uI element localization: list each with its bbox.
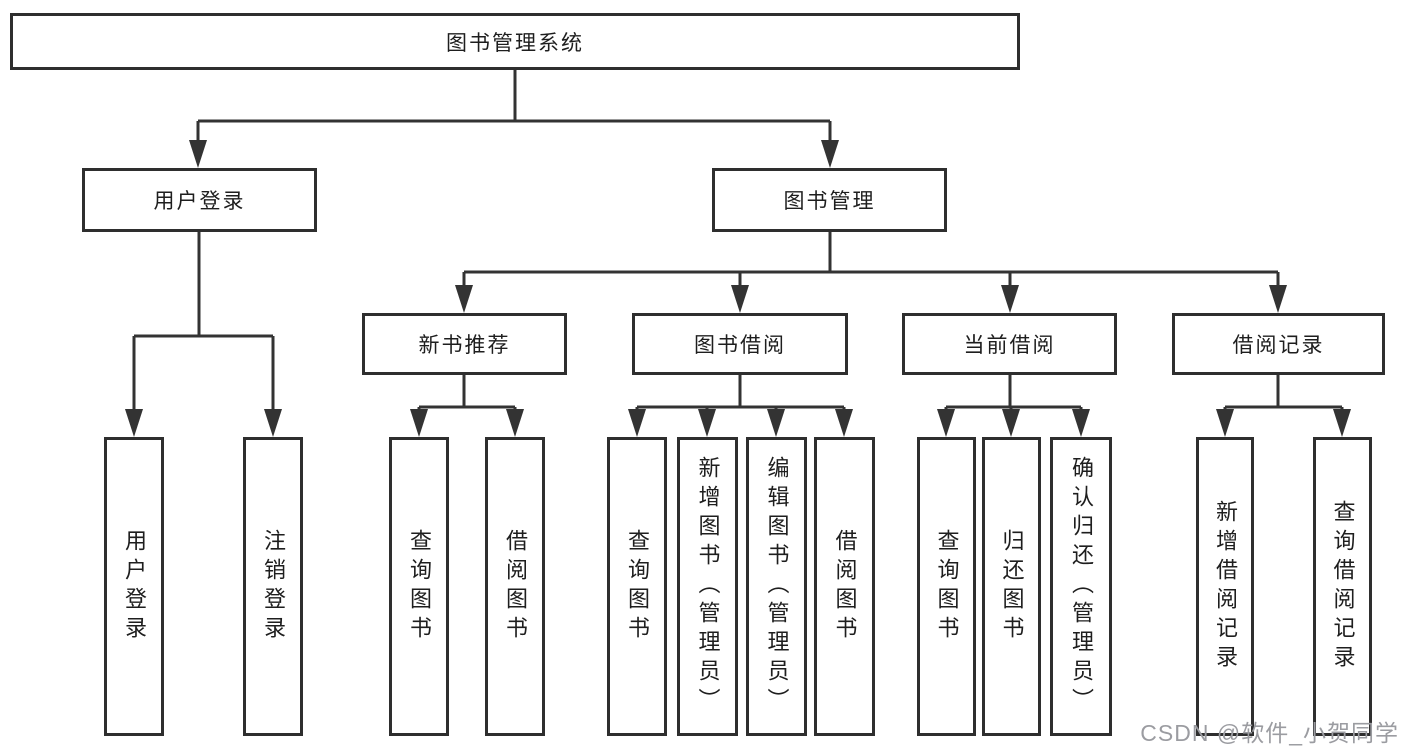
leaf-add-books-admin: 新增图书（管理员） bbox=[677, 437, 738, 736]
node-library-management-system: 图书管理系统 bbox=[10, 13, 1020, 70]
node-label: 借阅图书 bbox=[832, 528, 858, 645]
node-label: 借阅记录 bbox=[1232, 334, 1325, 357]
node-current-borrowing: 当前借阅 bbox=[902, 313, 1117, 375]
node-label: 当前借阅 bbox=[963, 334, 1056, 357]
node-label: 图书管理系统 bbox=[446, 31, 584, 55]
leaf-borrow-books-recommend: 借阅图书 bbox=[485, 437, 545, 736]
leaf-return-books: 归还图书 bbox=[982, 437, 1041, 736]
node-new-book-recommend: 新书推荐 bbox=[362, 313, 567, 375]
node-label: 查询借阅记录 bbox=[1330, 499, 1356, 674]
leaf-user-login: 用户登录 bbox=[104, 437, 164, 736]
leaf-query-borrow-record: 查询借阅记录 bbox=[1313, 437, 1372, 736]
csdn-watermark: CSDN @软件_小贺同学 bbox=[1140, 720, 1399, 746]
node-user-login: 用户登录 bbox=[82, 168, 317, 232]
leaf-edit-books-admin: 编辑图书（管理员） bbox=[746, 437, 807, 736]
node-label: 图书借阅 bbox=[694, 334, 786, 357]
node-label: 图书管理 bbox=[783, 190, 876, 213]
node-label: 新增借阅记录 bbox=[1213, 499, 1238, 674]
leaf-confirm-return-admin: 确认归还（管理员） bbox=[1050, 437, 1112, 736]
node-label: 归还图书 bbox=[999, 528, 1025, 645]
leaf-borrow-books-borrowing: 借阅图书 bbox=[814, 437, 875, 736]
node-book-management: 图书管理 bbox=[712, 168, 947, 232]
node-borrowing-records: 借阅记录 bbox=[1172, 313, 1385, 375]
node-label: 查询图书 bbox=[407, 528, 432, 645]
node-label: 编辑图书（管理员） bbox=[764, 456, 790, 717]
node-label: 新书推荐 bbox=[418, 334, 511, 357]
leaf-add-borrow-record: 新增借阅记录 bbox=[1196, 437, 1254, 736]
node-label: 用户登录 bbox=[122, 528, 147, 645]
node-label: 查询图书 bbox=[934, 528, 960, 645]
leaf-query-books-recommend: 查询图书 bbox=[389, 437, 449, 736]
node-label: 新增图书（管理员） bbox=[695, 456, 721, 717]
leaf-query-books-current: 查询图书 bbox=[917, 437, 976, 736]
leaf-logout-login: 注销登录 bbox=[243, 437, 303, 736]
node-label: 确认归还（管理员） bbox=[1069, 456, 1094, 717]
node-label: 用户登录 bbox=[153, 190, 246, 213]
leaf-query-books-borrowing: 查询图书 bbox=[607, 437, 667, 736]
node-book-borrowing: 图书借阅 bbox=[632, 313, 848, 375]
node-label: 借阅图书 bbox=[503, 528, 528, 645]
node-label: 注销登录 bbox=[261, 528, 286, 645]
node-label: 查询图书 bbox=[625, 528, 650, 645]
